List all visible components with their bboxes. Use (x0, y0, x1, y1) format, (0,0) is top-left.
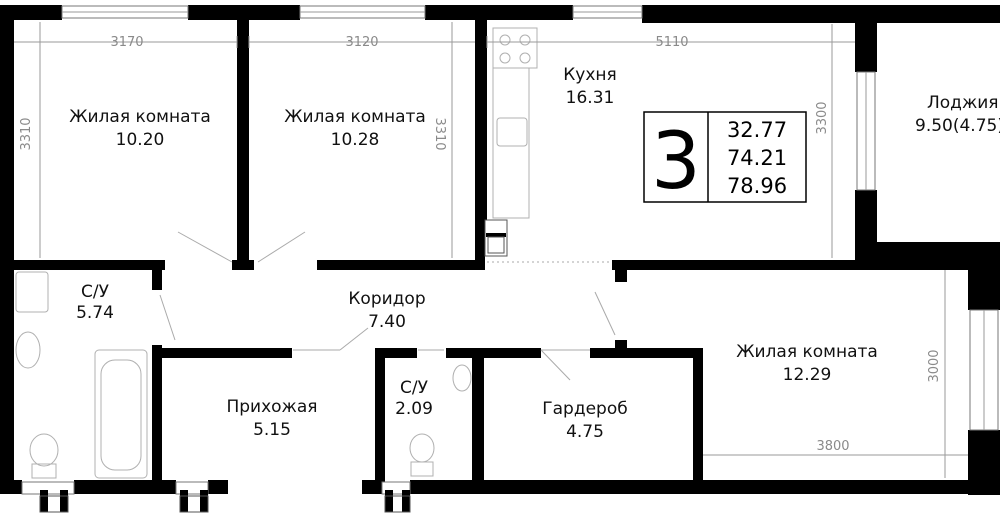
wall-bath2-top-b (446, 348, 541, 358)
stove-icon (492, 27, 538, 69)
dim-kitchen-depth: 3300 (815, 101, 830, 134)
dim-living1-depth: 3310 (19, 117, 34, 150)
wall-partition-2 (475, 20, 487, 220)
badge-total-area-loggia: 78.96 (727, 174, 787, 198)
windows (21, 5, 999, 495)
room-bath1-name: С/У (81, 282, 110, 302)
wall-top-mid2 (425, 5, 573, 20)
room-bath2-area: 2.09 (395, 399, 433, 419)
wall-bottom-6 (472, 480, 1000, 494)
wall-bath2-top (375, 348, 417, 358)
room-wardrobe-area: 4.75 (566, 422, 604, 442)
toilet-2-icon (409, 433, 435, 463)
wall-partition-2b (475, 220, 485, 260)
wall-h-upper-2 (232, 260, 254, 270)
room-hall-name: Прихожая (226, 397, 317, 417)
wall-left (0, 5, 14, 483)
wall-h-upper-3 (317, 260, 485, 270)
room-living2-area: 10.28 (331, 130, 380, 150)
wall-bath2-left (375, 348, 385, 483)
room-wardrobe-name: Гардероб (542, 399, 627, 419)
kitchen-counter-icon (492, 67, 530, 219)
wall-living3-left-b (615, 340, 627, 358)
wall-wardrobe-right (693, 348, 703, 483)
badge-total-area: 74.21 (727, 146, 787, 170)
room-bath2-name: С/У (400, 378, 429, 398)
wall-h-upper-4 (612, 260, 1000, 270)
bottom-boxes (39, 490, 411, 513)
wall-bottom-1 (0, 480, 22, 494)
wall-top-mid1 (188, 5, 300, 20)
wall-bottom-step (458, 480, 482, 494)
room-living3-name: Жилая комната (736, 342, 878, 362)
dim-living3-width: 3800 (816, 439, 849, 454)
fixtures (15, 27, 538, 479)
bathtub-icon (94, 349, 148, 479)
wall-bath1-right (152, 260, 162, 290)
room-kitchen-name: Кухня (563, 65, 617, 85)
dim-kitchen-width: 5110 (655, 35, 688, 50)
wall-partition-1 (237, 20, 249, 268)
room-loggia-name: Лоджия (927, 93, 999, 113)
room-living1-name: Жилая комната (69, 107, 211, 127)
badge-frame (643, 111, 807, 203)
badge-rooms-count: 3 (651, 117, 701, 207)
walls (0, 5, 1000, 495)
wall-top-right (642, 5, 1000, 23)
apartment-summary-badge: 3 32.77 74.21 78.96 (643, 111, 807, 207)
room-living1-area: 10.20 (116, 130, 165, 150)
wall-wardrobe-top (590, 348, 695, 358)
room-living2-name: Жилая комната (284, 107, 426, 127)
room-hall-area: 5.15 (253, 420, 291, 440)
room-living3-area: 12.29 (783, 365, 832, 385)
room-loggia-area: 9.50(4.75) (915, 116, 1000, 136)
room-bath1-area: 5.74 (76, 303, 114, 323)
dim-living3-depth: 3000 (927, 349, 942, 382)
wall-h-upper-1 (0, 260, 165, 270)
room-kitchen-area: 16.31 (566, 88, 615, 108)
sink-icon (496, 117, 528, 147)
wall-bath1-right-b (152, 345, 162, 483)
dim-living1-width: 3170 (110, 35, 143, 50)
wall-bath2-right (472, 348, 484, 483)
room-corridor-area: 7.40 (368, 312, 406, 332)
badge-living-area: 32.77 (727, 118, 787, 142)
dim-living2-depth: 3310 (432, 117, 447, 150)
wall-living3-left (615, 260, 627, 282)
wall-bottom-5 (410, 480, 472, 494)
toilet-1-icon (29, 433, 59, 467)
dimensions: 3170 3310 3120 3310 5110 3300 3800 3000 (14, 22, 968, 478)
washbasin-bowl-icon (15, 331, 41, 369)
wall-bottom-4 (362, 480, 382, 494)
room-corridor-name: Коридор (348, 289, 425, 309)
wall-top-left (0, 5, 62, 20)
wall-kitchen-right-top (855, 20, 877, 72)
dim-living2-width: 3120 (345, 35, 378, 50)
fridge-icon (484, 219, 508, 257)
wall-right-top (968, 260, 1000, 310)
wall-bottom-3 (208, 480, 228, 494)
wall-hall-top (152, 348, 292, 358)
room-labels: Жилая комната 10.20 Жилая комната 10.28 … (69, 65, 1000, 442)
doors (159, 231, 616, 381)
washbasin-2-icon (452, 364, 472, 392)
washbasin-icon (15, 271, 49, 313)
wall-bottom-2 (74, 480, 176, 494)
